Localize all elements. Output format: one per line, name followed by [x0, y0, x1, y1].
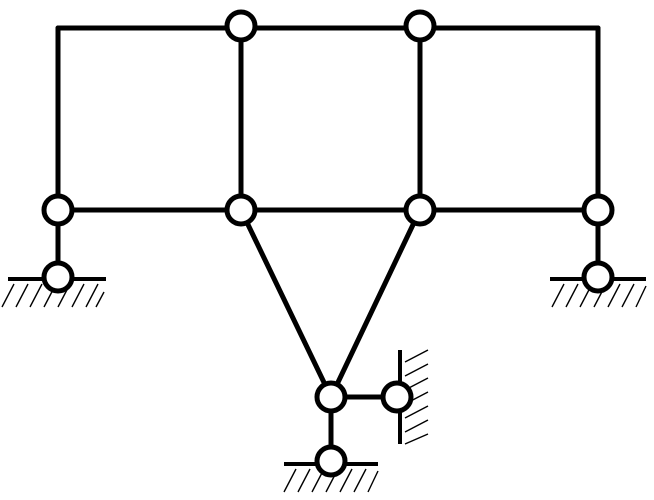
hinge-mid-far-right	[581, 193, 615, 227]
hinge-mid-left	[224, 193, 258, 227]
v-strut-left	[238, 207, 334, 400]
ground-hatch-right	[551, 283, 647, 308]
hinge-top-right	[403, 9, 437, 43]
hinge-mid-right	[403, 193, 437, 227]
support-left	[41, 260, 75, 294]
hinge-top-left	[224, 9, 258, 43]
v-strut-right	[328, 207, 423, 400]
hinge-mid-far-left	[41, 193, 75, 227]
support-side-wall	[380, 380, 414, 414]
support-bottom	[314, 444, 348, 478]
hinges	[41, 9, 615, 478]
support-right	[581, 260, 615, 294]
hinge-bottom-apex	[314, 380, 348, 414]
